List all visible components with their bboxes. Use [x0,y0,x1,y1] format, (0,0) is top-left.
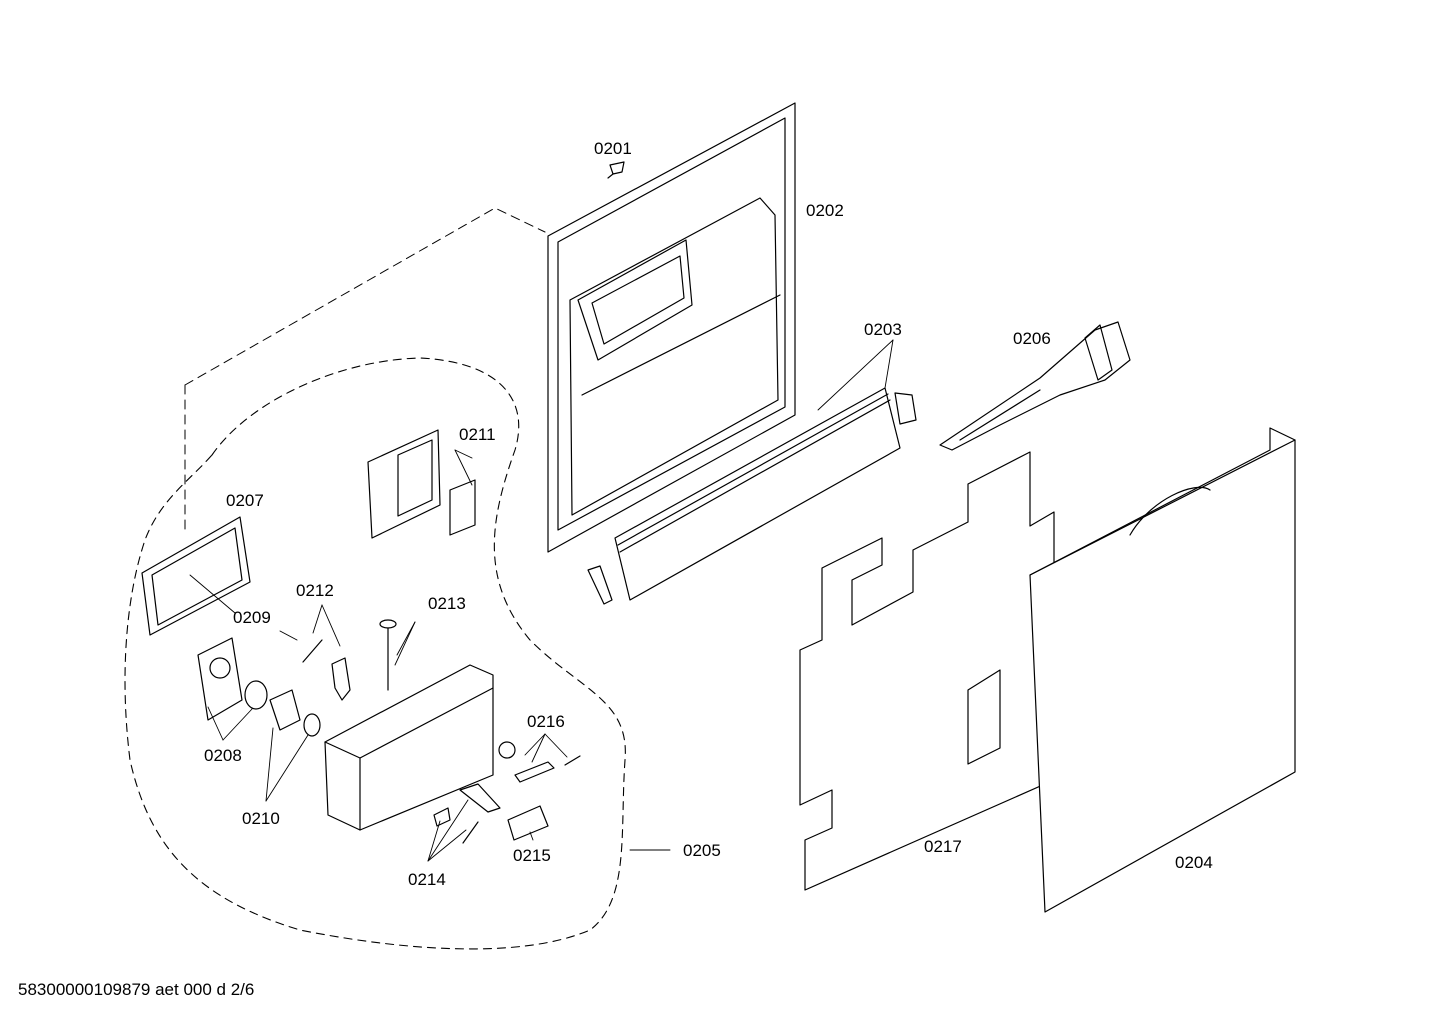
part-0207-frame [141,516,251,636]
label-0217: 0217 [924,837,962,856]
part-0208-mount [197,637,243,721]
label-0213: 0213 [428,594,466,613]
part-0215-switch [507,805,549,841]
part-0209-gasket [244,680,268,710]
label-0201: 0201 [594,139,632,158]
label-0215: 0215 [513,846,551,865]
part-0204-outer-door-panel [1029,427,1296,913]
assembly-guide-lines [184,207,546,533]
label-0207: 0207 [226,491,264,510]
label-0212: 0212 [296,581,334,600]
label-0214: 0214 [408,870,446,889]
group-boundary-0205 [124,357,626,950]
part-0202-inner-door-panel [547,102,796,553]
part-labels: 0201 0202 0203 0206 0211 0207 0212 0213 … [204,139,1213,889]
part-0206-hinge-bracket [939,321,1131,451]
part-0201-screw [607,161,625,179]
label-0209: 0209 [233,608,271,627]
part-0212-spring-lever [302,639,351,701]
label-0216: 0216 [527,712,565,731]
label-0203: 0203 [864,320,902,339]
part-0214-latch-parts [433,783,501,844]
part-0213-pin [379,619,397,691]
part-0216-small-parts [498,741,581,783]
part-0205-lock-housing [324,664,494,831]
leader-lines [189,339,894,862]
drawing-reference: 58300000109879 aet 000 d 2/6 [18,980,255,999]
label-0206: 0206 [1013,329,1051,348]
part-0211-cover [367,429,476,539]
part-0217-insulation-sheet [799,451,1055,891]
label-0202: 0202 [806,201,844,220]
part-0203-trim-strip [587,387,917,605]
part-0210-connector [269,689,321,737]
label-0204: 0204 [1175,853,1213,872]
label-0211: 0211 [459,425,496,444]
label-0208: 0208 [204,746,242,765]
label-0210: 0210 [242,809,280,828]
label-0205: 0205 [683,841,721,860]
